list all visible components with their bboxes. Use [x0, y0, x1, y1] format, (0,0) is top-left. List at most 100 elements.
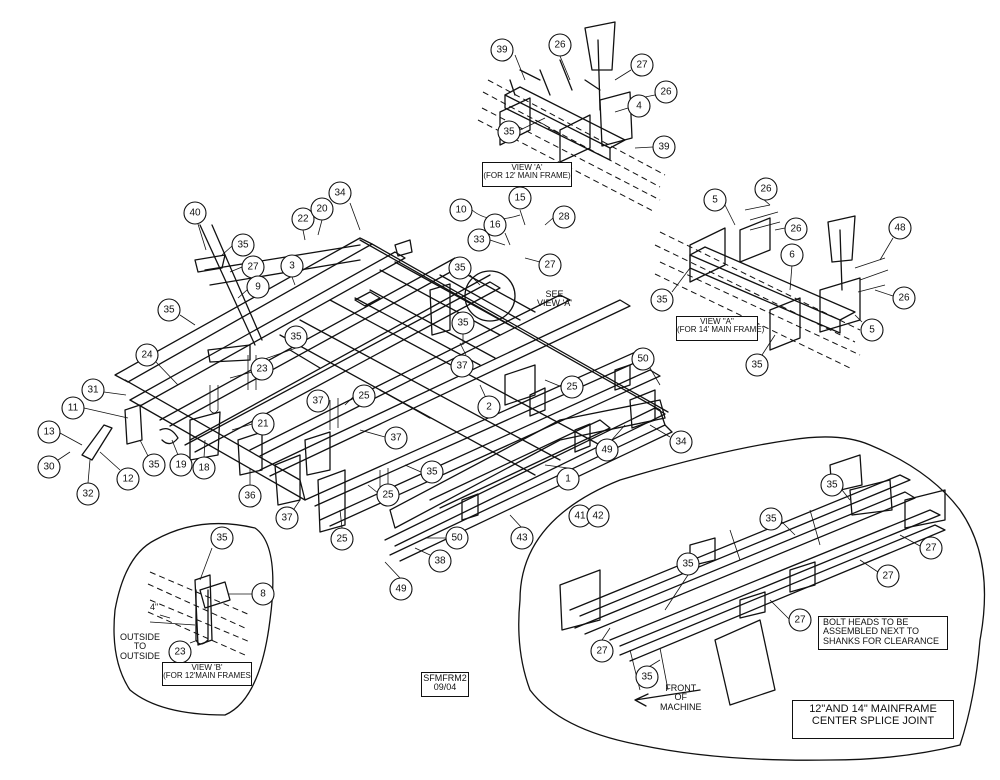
svg-text:38: 38 [434, 556, 446, 567]
svg-text:35: 35 [656, 295, 668, 306]
svg-text:25: 25 [566, 382, 578, 393]
of-label: OF [674, 692, 688, 703]
callout-1: 1 [544, 464, 580, 491]
view-b-drawing [113, 522, 274, 716]
callouts: 39 26 27 26 4 35 39 10 15 16 28 33 27 35… [37, 33, 943, 689]
callout-35: 35 [139, 439, 166, 477]
svg-text:26: 26 [660, 87, 672, 98]
see-view-a-label: SEE VIEW 'A' [537, 289, 572, 309]
svg-text:49: 49 [395, 584, 407, 595]
svg-text:31: 31 [87, 385, 99, 396]
svg-text:13: 13 [43, 427, 55, 438]
callout-34: 34 [328, 181, 361, 231]
svg-text:37: 37 [390, 433, 402, 444]
callout-31: 31 [81, 378, 127, 402]
svg-text:49: 49 [601, 445, 613, 456]
main-frame-drawing [81, 224, 673, 562]
svg-text:19: 19 [175, 460, 187, 471]
svg-text:34: 34 [675, 437, 687, 448]
callout-35: 35 [261, 325, 308, 361]
bolt-heads-note: BOLT HEADS TO BE ASSEMBLED NEXT TO SHANK… [818, 616, 948, 650]
callout-39: 39 [490, 38, 526, 81]
callout-6: 6 [780, 243, 804, 291]
svg-text:26: 26 [898, 293, 910, 304]
bolt-heads-line-2: ASSEMBLED NEXT TO [823, 626, 920, 637]
callout-50: 50 [631, 347, 661, 386]
callout-30: 30 [37, 451, 71, 479]
svg-text:27: 27 [544, 260, 556, 271]
svg-text:4: 4 [636, 101, 642, 112]
svg-text:22: 22 [297, 214, 309, 225]
callout-27: 27 [859, 559, 900, 588]
callout-38: 38 [414, 547, 452, 573]
svg-text:35: 35 [454, 263, 466, 274]
svg-text:20: 20 [316, 204, 328, 215]
bolt-heads-line-1: BOLT HEADS TO BE [823, 617, 909, 627]
splice-title-line-1: 12"AND 14" MAINFRAME [809, 703, 937, 715]
callout-40: 40 [183, 201, 207, 251]
svg-text:40: 40 [189, 208, 201, 219]
svg-text:35: 35 [457, 318, 469, 329]
svg-text:43: 43 [516, 533, 528, 544]
callout-3: 3 [280, 254, 304, 286]
callout-25: 25 [344, 384, 376, 408]
svg-text:36: 36 [244, 491, 256, 502]
svg-text:35: 35 [426, 467, 438, 478]
callout-11: 11 [61, 396, 129, 420]
callout-4: 4 [614, 94, 651, 118]
callout-12: 12 [99, 451, 140, 491]
svg-text:35: 35 [641, 672, 653, 683]
svg-text:42: 42 [592, 511, 604, 522]
view-a-14-drawing [654, 204, 889, 369]
callout-19: 19 [169, 439, 193, 477]
callout-18: 18 [192, 439, 216, 480]
callout-39: 39 [634, 135, 676, 159]
callout-23: 23 [229, 357, 274, 381]
callout-26: 26 [629, 80, 678, 104]
svg-text:26: 26 [790, 224, 802, 235]
svg-text:27: 27 [636, 60, 648, 71]
callout-35: 35 [157, 298, 196, 326]
svg-text:26: 26 [554, 40, 566, 51]
callout-2: 2 [477, 384, 501, 419]
view-b-label: VIEW 'B' (FOR 12'MAIN FRAMES [162, 662, 252, 686]
svg-text:35: 35 [290, 332, 302, 343]
callout-22: 22 [291, 207, 315, 241]
callout-35: 35 [745, 334, 776, 377]
svg-text:37: 37 [312, 396, 324, 407]
svg-text:16: 16 [489, 220, 501, 231]
view-a-ref-label: VIEW 'A' [537, 298, 572, 309]
svg-text:35: 35 [148, 460, 160, 471]
svg-text:5: 5 [869, 325, 875, 336]
callout-50: 50 [425, 526, 469, 550]
front-of-machine-label: FRONT OF MACHINE [660, 683, 702, 712]
callout-35: 35 [221, 233, 255, 257]
outside-to-outside-label: OUTSIDE TO OUTSIDE [120, 632, 160, 661]
svg-text:25: 25 [336, 534, 348, 545]
svg-text:21: 21 [257, 419, 269, 430]
svg-text:1: 1 [565, 474, 571, 485]
svg-text:25: 25 [358, 391, 370, 402]
callout-20: 20 [310, 197, 334, 236]
svg-text:24: 24 [141, 350, 153, 361]
callout-25: 25 [367, 483, 400, 507]
svg-text:10: 10 [455, 205, 467, 216]
view-a-12-title: VIEW 'A' [511, 163, 543, 172]
callout-24: 24 [135, 343, 179, 386]
callout-27: 27 [590, 627, 614, 663]
svg-text:3: 3 [289, 261, 295, 272]
callout-28: 28 [544, 205, 576, 229]
svg-text:27: 27 [882, 571, 894, 582]
svg-text:35: 35 [237, 240, 249, 251]
svg-text:2: 2 [486, 402, 492, 413]
callout-35: 35 [650, 267, 691, 312]
callout-25: 25 [330, 509, 354, 551]
svg-text:27: 27 [247, 262, 259, 273]
svg-text:33: 33 [473, 235, 485, 246]
splice-joint-drawing [518, 436, 986, 761]
callout-16: 16 [483, 213, 511, 246]
svg-text:35: 35 [216, 533, 228, 544]
callout-26: 26 [774, 217, 808, 241]
svg-text:35: 35 [163, 305, 175, 316]
svg-text:32: 32 [82, 489, 94, 500]
